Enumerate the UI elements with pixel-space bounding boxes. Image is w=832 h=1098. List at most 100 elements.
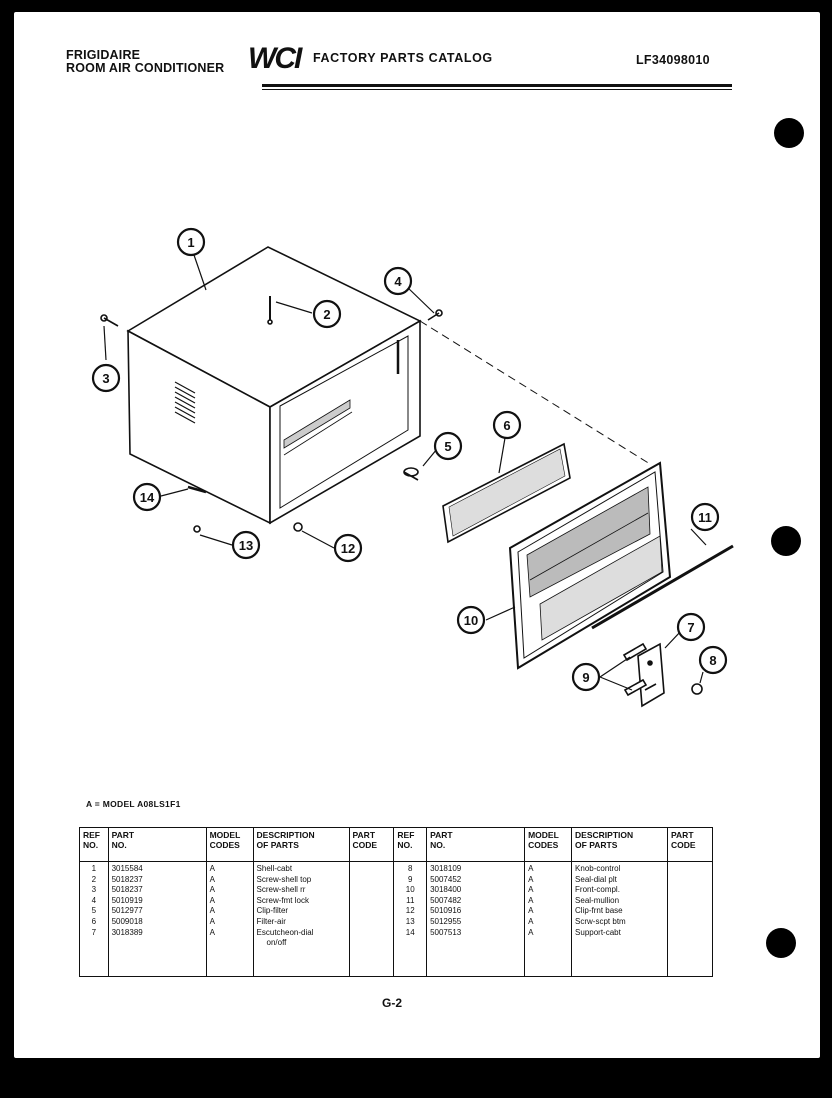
binder-hole-bottom	[766, 928, 796, 958]
right-code-col	[667, 861, 713, 977]
table-cell: Filter-air	[256, 916, 286, 926]
callout-1	[176, 227, 206, 257]
table-cell: 9	[408, 874, 413, 884]
table-cell: A	[528, 916, 534, 926]
parts-table: REF NO. PART NO. MODEL CODES DESCRIPTION…	[79, 827, 713, 977]
callout-9-label: 9	[582, 670, 589, 685]
table-cell: 12	[405, 906, 415, 916]
table-cell: Clip-frnt base	[575, 906, 623, 916]
col-part-header-right: PART NO.	[426, 827, 526, 862]
left-part-col: 3015584 5018237 5018237 5010919 5012977 …	[107, 861, 207, 977]
binder-hole-middle	[771, 526, 801, 556]
table-cell: Screw-shell top	[256, 874, 312, 884]
table-cell: A	[528, 927, 534, 937]
callout-12-label: 12	[341, 541, 355, 556]
table-cell: 5009018	[111, 916, 143, 926]
table-cell: 2	[91, 874, 97, 884]
callout-4-label: 4	[394, 274, 402, 289]
col-desc-header: DESCRIPTION OF PARTS	[252, 827, 350, 862]
callout-11	[690, 502, 720, 532]
header-brand-block: FRIGIDAIRE ROOM AIR CONDITIONER	[66, 49, 224, 75]
col-model-header-right: MODEL CODES	[524, 827, 573, 862]
table-cell: 6	[91, 916, 97, 926]
table-cell: 5010916	[430, 906, 462, 916]
right-part-col: 3018109 5007452 3018400 5007482 5010916 …	[426, 861, 526, 977]
callout-2-label: 2	[323, 307, 330, 322]
callout-6-label: 6	[503, 418, 510, 433]
callout-3	[91, 363, 121, 393]
callout-11-label: 11	[698, 510, 712, 525]
table-cell: 3018400	[430, 885, 462, 895]
table-cell: Seal-mullion	[575, 895, 620, 905]
front-panel	[508, 461, 672, 670]
table-cell: 7	[91, 927, 97, 937]
binder-hole-top	[774, 118, 804, 148]
table-cell: Escutcheon-dial	[256, 927, 314, 937]
callout-4	[383, 266, 413, 296]
table-cell: 3	[91, 885, 97, 895]
callout-8	[698, 645, 728, 675]
air-filter	[442, 442, 571, 544]
table-cell: 5	[91, 906, 97, 916]
col-desc-header-right: DESCRIPTION OF PARTS	[571, 827, 668, 862]
page-number: G-2	[382, 996, 403, 1010]
table-cell: 4	[91, 895, 97, 905]
table-cell: 5010919	[111, 895, 143, 905]
wci-logo: WCI	[248, 42, 302, 75]
table-cell: 3018109	[430, 864, 462, 873]
table-cell: 13	[405, 916, 415, 926]
table-cell: A	[209, 874, 215, 884]
table-cell: Shell-cabt	[256, 864, 293, 873]
table-cell: A	[209, 885, 215, 895]
col-ref-header: REF NO.	[79, 827, 109, 862]
table-cell: A	[528, 874, 534, 884]
header-rule	[262, 84, 732, 87]
table-cell: Knob-control	[575, 864, 621, 873]
catalog-title: FACTORY PARTS CATALOG	[313, 51, 493, 65]
table-cell: A	[528, 885, 534, 895]
table-cell: on/off	[266, 938, 287, 948]
model-legend: A = MODEL A08LS1F1	[86, 799, 181, 809]
table-cell: Clip-filter	[256, 906, 289, 916]
left-ref-col: 1 2 3 4 5 6 7	[79, 861, 109, 977]
right-desc-col: Knob-control Seal-dial plt Front-compl. …	[571, 861, 668, 977]
callout-13	[231, 530, 261, 560]
callout-7-label: 7	[687, 620, 694, 635]
table-cell: A	[209, 916, 215, 926]
table-cell: 8	[408, 864, 413, 873]
left-model-col: A A A A A A A	[205, 861, 254, 977]
callout-10-label: 10	[464, 613, 478, 628]
table-cell: Screw-fmt lock	[256, 895, 309, 905]
callout-5	[433, 431, 463, 461]
table-cell: A	[209, 895, 215, 905]
callout-6	[492, 410, 522, 440]
right-model-col: A A A A A A A	[524, 861, 573, 977]
product-name: ROOM AIR CONDITIONER	[66, 61, 225, 75]
escutcheon-dial	[637, 642, 665, 708]
cabinet-shell	[126, 246, 422, 525]
table-cell: 3018389	[111, 927, 143, 937]
table-cell: 5007513	[430, 927, 462, 937]
callout-14	[132, 482, 162, 512]
table-cell: 5018237	[111, 885, 143, 895]
table-cell: 5012955	[430, 916, 462, 926]
table-cell: 5007452	[430, 874, 462, 884]
catalog-number: LF34098010	[636, 53, 710, 67]
table-cell: A	[209, 927, 215, 937]
callout-12	[333, 533, 363, 563]
header-rule-thin	[262, 89, 732, 90]
callout-2	[312, 299, 342, 329]
col-code-header-right: PART CODE	[667, 827, 713, 862]
table-cell: A	[528, 906, 534, 916]
table-cell: Seal-dial plt	[575, 874, 617, 884]
table-cell: 1	[91, 864, 97, 873]
brand-name: FRIGIDAIRE	[66, 48, 141, 62]
table-cell: Scrw-scpt btm	[575, 916, 626, 926]
col-ref-header-right: REF NO.	[393, 827, 428, 862]
col-model-header: MODEL CODES	[205, 827, 254, 862]
table-body-row: 1 2 3 4 5 6 7 3015584 5018237 5018237 50…	[79, 861, 713, 977]
table-cell: Front-compl.	[575, 885, 620, 895]
callout-7	[676, 612, 706, 642]
table-cell: 11	[406, 895, 415, 905]
